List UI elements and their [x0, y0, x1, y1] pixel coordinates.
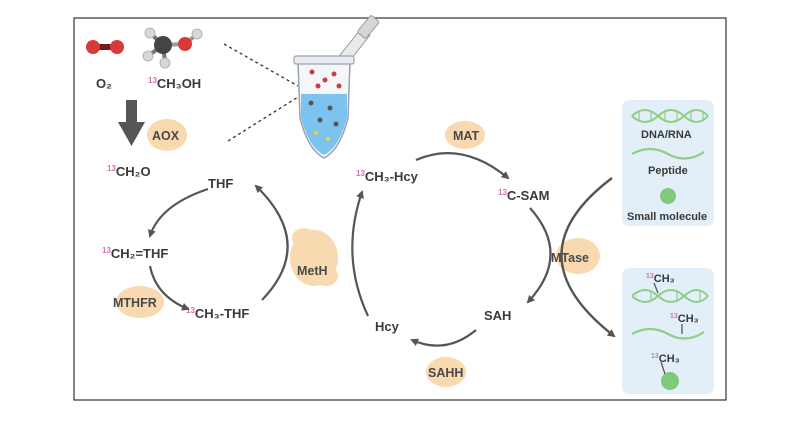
methylated-small-molecule-icon [661, 372, 679, 390]
arrow-hcy-to-ch3hcy [351, 190, 369, 317]
hcy-label: Hcy [375, 319, 400, 334]
peptide-chain-icon [631, 147, 705, 160]
figure-frame [73, 17, 727, 401]
sahh-label: SAHH [428, 366, 463, 380]
dna-rna-helix-icon [631, 109, 709, 123]
oxidation-arrow [118, 100, 145, 146]
arrow-sam-to-sah [526, 207, 552, 304]
arrow-sah-to-hcy [410, 329, 477, 347]
arrow-ch3hcy-to-sam [415, 152, 510, 180]
mtase-label: MTase [551, 251, 589, 265]
arrow-ch2thf-to-ch3thf [148, 265, 190, 311]
methanol-isotope: 13 [148, 76, 157, 85]
ch3-hcy-label: 13CH₃-Hcy [356, 169, 419, 184]
substrates-panel [622, 100, 714, 226]
methanol-molecule-icon [142, 27, 203, 69]
formaldehyde-label: 13CH₂O [107, 164, 151, 179]
peptide-methyl-label: 13CH₃ [670, 313, 699, 325]
peptide-label: Peptide [648, 165, 688, 177]
dna-methyl-label: 13CH₃ [646, 273, 675, 285]
small-molecule-methyl-bond [660, 361, 666, 375]
thf-label: THF [208, 176, 233, 191]
zoom-line-bottom [227, 96, 299, 142]
zoom-line-top [223, 43, 299, 87]
arrow-ch3thf-to-thf [254, 184, 289, 301]
methylated-dna-icon [631, 282, 709, 303]
products-panel [622, 268, 714, 394]
mat-label: MAT [453, 129, 480, 143]
oxygen-molecule-icon [86, 40, 124, 54]
sam-label: 13C-SAM [498, 188, 550, 203]
mtase-enzyme-blob [556, 238, 600, 274]
mat-enzyme-blob [445, 121, 485, 149]
mthfr-enzyme-blob [116, 286, 164, 318]
small-molecule-icon [660, 188, 676, 204]
arrow-thf-to-ch2thf [148, 187, 209, 238]
small-molecule-label: Small molecule [627, 211, 707, 223]
meth-label: MetH [297, 264, 328, 278]
aox-label: AOX [152, 129, 180, 143]
methanol-label: 13CH₃OH [148, 76, 201, 91]
methyl-transfer-arrow [560, 177, 616, 338]
sah-label: SAH [484, 308, 511, 323]
sahh-enzyme-blob [426, 357, 466, 387]
ch3-thf-label: 13CH₃-THF [186, 306, 249, 321]
aox-enzyme-blob [147, 119, 187, 151]
o2-label: O₂ [96, 76, 112, 91]
mthfr-label: MTHFR [113, 296, 157, 310]
methylated-peptide-icon [631, 327, 705, 340]
reaction-tube-icon [293, 55, 355, 159]
ch2-thf-label: 13CH₂=THF [102, 246, 168, 261]
small-molecule-methyl-label: 13CH₃ [651, 353, 680, 365]
meth-enzyme-blob [290, 228, 338, 286]
dna-rna-label: DNA/RNA [641, 129, 692, 141]
